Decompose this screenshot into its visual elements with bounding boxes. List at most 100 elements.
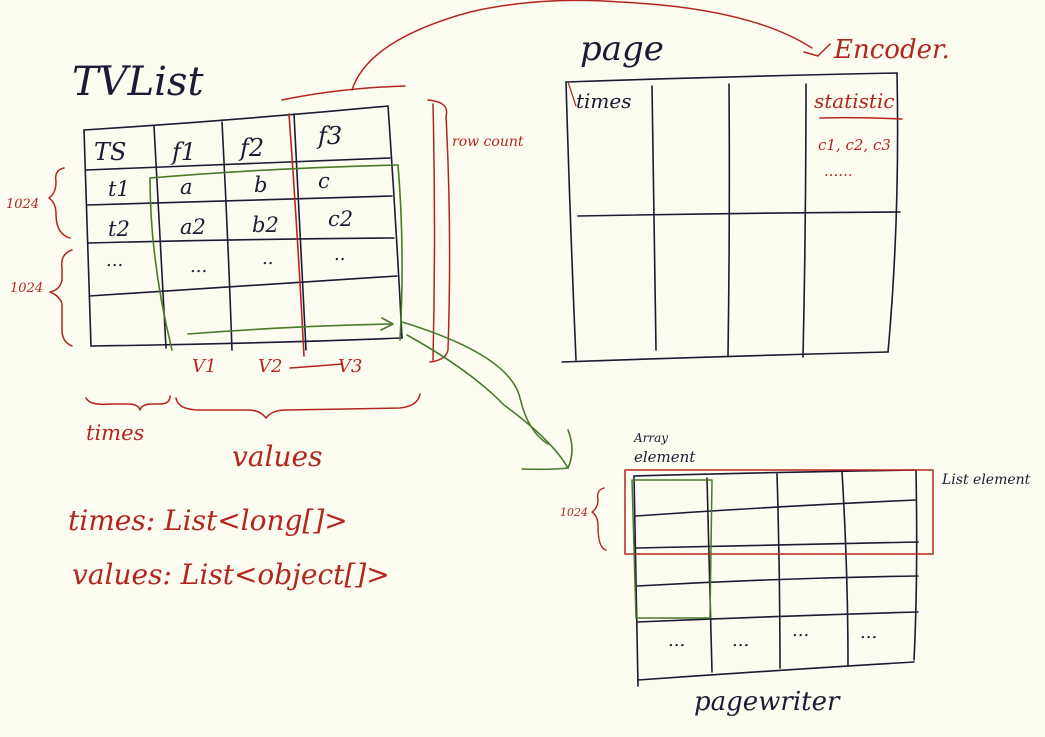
- tvlist-to-encoder-arrow: [351, 0, 813, 91]
- page-right-border: [887, 72, 899, 353]
- v2-to-v3-arrow: [289, 363, 343, 369]
- left-brace-1024-top: [48, 167, 71, 239]
- tvlist-cell: ...: [190, 256, 207, 277]
- page-top-border: [565, 72, 898, 83]
- pagewriter-grid: [633, 469, 919, 687]
- tvlist-cell: c2: [328, 207, 353, 231]
- pagewriter-hline: [635, 499, 917, 517]
- tvlist-left-border: [83, 129, 92, 347]
- green-connector: [406, 334, 569, 469]
- page-vline: [802, 83, 807, 358]
- pagewriter-ellipsis: ...: [732, 630, 749, 651]
- green-connector: [401, 321, 549, 445]
- statistic-label: statistic: [814, 89, 895, 113]
- pagewriter-vline: [841, 471, 849, 667]
- page-vline: [651, 85, 657, 351]
- tvlist-hline: [88, 275, 398, 297]
- tvlist-grid: [83, 105, 403, 351]
- tvlist-right-border: [387, 105, 403, 339]
- green-arrowhead-large: [521, 429, 573, 471]
- tvlist-header-f3: f3: [316, 122, 342, 150]
- row-count-brace: [427, 99, 451, 363]
- tvlist-top-border: [83, 105, 389, 131]
- tvlist-vline: [293, 113, 307, 351]
- page-bottom-border: [561, 351, 889, 363]
- times-brace: [85, 395, 171, 411]
- green-arrowhead-small: [380, 317, 394, 331]
- pagewriter-ellipsis: ...: [792, 620, 809, 641]
- green-values-region: [149, 164, 573, 471]
- tvlist-vline: [153, 125, 167, 349]
- values-declaration: values: List<object[]>: [72, 558, 390, 591]
- pagewriter-hline: [636, 575, 919, 587]
- pagewriter-brace: [591, 487, 607, 551]
- pagewriter-ellipsis: ...: [668, 630, 685, 651]
- brace-label-1024-bottom: 1024: [10, 281, 43, 296]
- array-element-label-line1: Array: [633, 431, 668, 445]
- tvlist-hline: [85, 157, 391, 171]
- green-right-line: [397, 164, 403, 341]
- column-label-v2: V2: [258, 356, 282, 377]
- list-element-label: List element: [941, 472, 1031, 488]
- column-label-v1: V1: [192, 356, 216, 377]
- tvlist-red-right-line: [432, 103, 436, 361]
- pagewriter-brace-label: 1024: [560, 506, 588, 519]
- array-element-box: [631, 479, 713, 619]
- times-label: times: [86, 421, 144, 445]
- tvlist-red-top-bracket: [281, 85, 406, 101]
- pagewriter-ellipsis: ...: [860, 622, 877, 643]
- pagewriter-hline: [635, 541, 919, 549]
- array-element-label-line2: element: [634, 448, 696, 466]
- tvlist-cell: b: [254, 173, 267, 197]
- tvlist-cell: a2: [180, 215, 206, 239]
- tvlist-cell: ..: [262, 248, 273, 269]
- encoder-label: Encoder.: [833, 35, 950, 65]
- tvlist-header-f1: f1: [170, 138, 196, 166]
- tvlist-title: TVList: [72, 59, 204, 105]
- green-top-line: [149, 164, 399, 179]
- pagewriter-right-border: [913, 469, 918, 661]
- tvlist-header-f2: f2: [238, 134, 264, 162]
- page-hline: [577, 211, 901, 217]
- page-title: page: [580, 29, 664, 69]
- tvlist-bottom-border: [90, 337, 403, 347]
- green-left-line: [149, 177, 173, 351]
- pagewriter-hline: [636, 611, 919, 623]
- values-label: values: [232, 440, 322, 473]
- tvlist-hline: [87, 237, 395, 244]
- row-count-label: row count: [452, 134, 524, 150]
- tvlist-cell: c: [318, 169, 330, 193]
- brace-label-1024-top: 1024: [6, 197, 39, 212]
- times-declaration: times: List<long[]>: [68, 504, 348, 537]
- pagewriter-title: pagewriter: [694, 687, 841, 717]
- tvlist-header-ts: TS: [94, 138, 126, 166]
- tvlist-cell: a: [180, 175, 193, 199]
- tvlist-cell: t1: [108, 177, 130, 201]
- page-red-tick: [567, 81, 577, 107]
- page-grid: [561, 72, 901, 363]
- column-label-v3: V3: [338, 356, 362, 377]
- tvlist-cell: ..: [334, 244, 345, 265]
- pagewriter-vline: [706, 477, 713, 673]
- page-times-label: times: [576, 89, 632, 113]
- values-brace: [175, 393, 421, 419]
- left-brace-1024-bottom: [49, 249, 73, 347]
- tvlist-cell: b2: [252, 213, 279, 237]
- page-left-border: [565, 81, 577, 361]
- statistic-items: c1, c2, c3: [818, 136, 891, 154]
- tvlist-hline: [86, 195, 393, 206]
- tvlist-vline: [221, 121, 233, 351]
- list-element-box: [624, 469, 934, 555]
- pagewriter-top-border: [633, 469, 917, 477]
- tvlist-cell: ...: [106, 250, 123, 271]
- pagewriter-left-border: [633, 475, 639, 687]
- statistic-more: ......: [824, 162, 853, 180]
- green-bottom-line: [187, 323, 393, 335]
- encoder-arrowhead: [803, 43, 831, 57]
- pagewriter-vline: [776, 473, 781, 669]
- statistic-underline: [819, 116, 903, 120]
- page-vline: [727, 83, 731, 357]
- tvlist-cell: t2: [108, 217, 130, 241]
- pagewriter-bottom-border: [637, 661, 915, 681]
